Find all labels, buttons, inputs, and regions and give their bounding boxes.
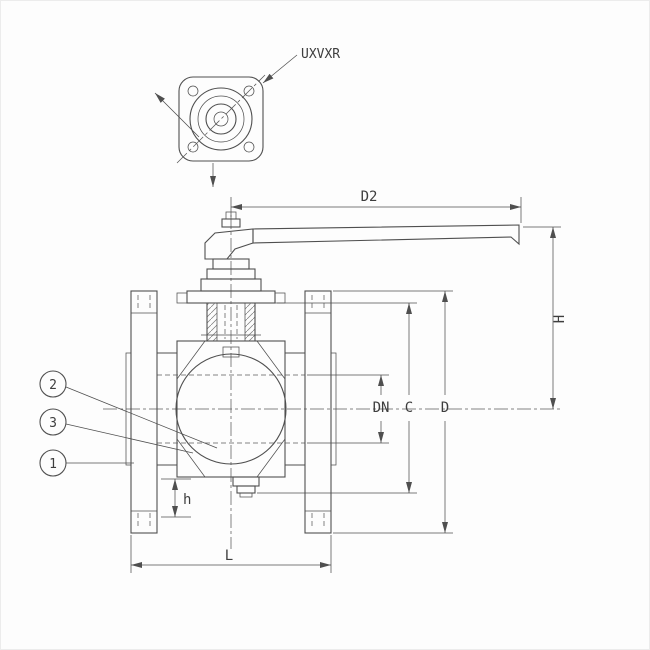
- section-arrow: [154, 92, 200, 138]
- balloon-callouts: 2 3 1: [39, 370, 218, 477]
- uxvxr-leader-line: [262, 54, 298, 84]
- drain-plug: [232, 476, 260, 498]
- handle-lever: [204, 211, 520, 260]
- valve-body: [157, 340, 305, 478]
- dimension-d: D: [333, 290, 453, 534]
- flange-outline: [130, 290, 158, 534]
- dim-h-bottom-label: h: [183, 492, 191, 508]
- leader-line: [65, 423, 194, 454]
- dim-d2-label: D2: [361, 189, 378, 205]
- dimension-d2: D2: [230, 189, 522, 223]
- dimension-h: H: [523, 226, 568, 409]
- dim-c-label: C: [405, 400, 413, 416]
- balloon-circle: [39, 370, 67, 398]
- bolt-hole: [187, 85, 199, 97]
- neck-hatch-right: [245, 303, 255, 341]
- stem-circle: [205, 103, 237, 135]
- balloon-3-number: 3: [49, 416, 57, 431]
- dim-h-label: H: [552, 315, 568, 323]
- balloon-2: 2: [39, 370, 218, 449]
- seat-section-bottom-right: [256, 437, 286, 478]
- dimension-dn: DN: [307, 374, 390, 444]
- dimension-l: L: [130, 535, 332, 573]
- diagonal-centerline: [176, 74, 266, 164]
- top-view-label-group: UXVXR: [262, 47, 340, 84]
- handle-head: [204, 228, 254, 260]
- stem-ball-slot: [222, 346, 240, 358]
- pad-ear-left: [176, 292, 188, 304]
- flange-outline: [304, 290, 332, 534]
- drain-body: [236, 485, 256, 494]
- stem-circle: [197, 95, 245, 143]
- bolt-hole: [187, 141, 199, 153]
- balloon-circle: [39, 408, 67, 436]
- dim-d-label: D: [441, 400, 449, 416]
- stem-boss-circle: [189, 87, 253, 151]
- balloon-2-number: 2: [49, 378, 57, 393]
- uxvxr-label: UXVXR: [301, 47, 340, 62]
- balloon-1: 1: [39, 449, 134, 477]
- neck-hatch-left: [207, 303, 217, 341]
- body-outline: [176, 340, 286, 478]
- bolt-hole: [243, 85, 255, 97]
- ball: [175, 353, 287, 465]
- raised-face: [125, 352, 132, 466]
- drain-boss: [232, 476, 260, 487]
- left-flange: [125, 290, 158, 534]
- dimension-h-bottom: h: [161, 478, 191, 518]
- raised-face: [330, 352, 337, 466]
- dim-dn-label: DN: [373, 400, 390, 416]
- dimension-c: C: [257, 302, 417, 494]
- balloon-circle: [39, 449, 67, 477]
- seat-section-bottom-left: [176, 437, 206, 478]
- centerlines: [103, 215, 561, 549]
- bolt-hole: [243, 141, 255, 153]
- balloon-1-number: 1: [49, 457, 57, 472]
- handle-bar: [252, 224, 520, 246]
- stem-circle: [213, 111, 229, 127]
- drain-tip: [239, 492, 253, 498]
- leader-line: [65, 386, 218, 449]
- top-view-mounting-flange: [154, 74, 266, 187]
- pad-ear-right: [274, 292, 286, 304]
- stem-and-bonnet: [176, 258, 286, 341]
- seat-section-top-left: [176, 340, 206, 381]
- right-flange: [304, 290, 337, 534]
- balloon-3: 3: [39, 408, 194, 454]
- mounting-flange-outline: [178, 76, 264, 162]
- dim-l-label: L: [225, 548, 233, 564]
- seat-section-top-right: [256, 340, 286, 381]
